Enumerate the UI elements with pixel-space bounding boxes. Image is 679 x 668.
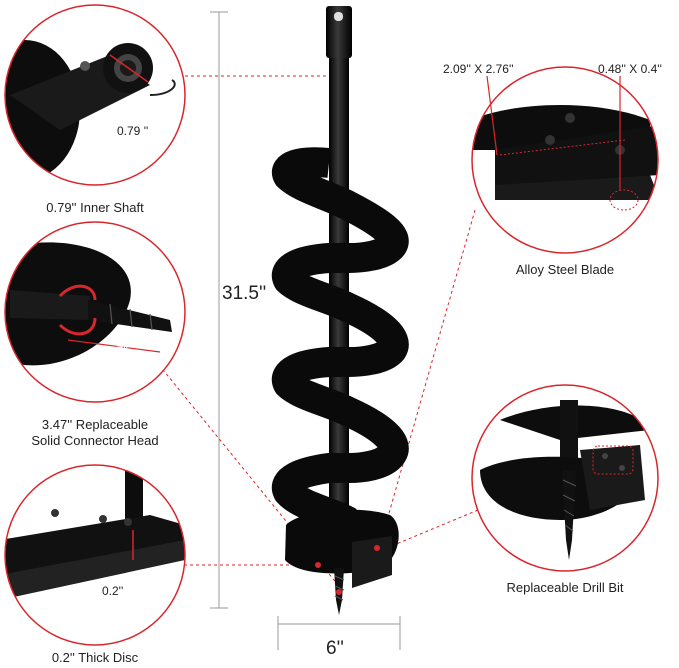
width-measure-label: 6'' bbox=[326, 638, 344, 659]
length-measure-label: 31.5'' bbox=[222, 283, 267, 304]
blade-measure-a: 2.09'' X 2.76'' bbox=[443, 62, 514, 76]
blade-detail-circle bbox=[471, 66, 659, 254]
drill-bit-detail-circle bbox=[471, 384, 659, 572]
length-dimension-line bbox=[210, 11, 228, 609]
blade-caption: Alloy Steel Blade bbox=[515, 262, 615, 277]
thick-disc-measure: 0.2'' bbox=[102, 584, 124, 598]
connector-head-measure: 3.47'' bbox=[100, 344, 128, 358]
connector-head-caption-line1: 3.47'' Replaceable bbox=[41, 417, 149, 432]
inner-shaft-measure: 0.79 '' bbox=[117, 124, 149, 138]
drill-bit-caption: Replaceable Drill Bit bbox=[506, 580, 624, 595]
blade-measure-b: 0.48'' X 0.4'' bbox=[598, 62, 662, 76]
connector-head-caption-line2: Solid Connector Head bbox=[31, 433, 159, 448]
inner-shaft-caption: 0.79'' Inner Shaft bbox=[46, 200, 144, 215]
thick-disc-detail-circle bbox=[4, 464, 186, 646]
connector-head-detail-circle bbox=[4, 221, 186, 403]
inner-shaft-detail-circle bbox=[4, 4, 186, 186]
thick-disc-caption: 0.2'' Thick Disc bbox=[51, 650, 139, 665]
width-dimension-line bbox=[277, 616, 401, 650]
auger-body bbox=[272, 6, 409, 615]
